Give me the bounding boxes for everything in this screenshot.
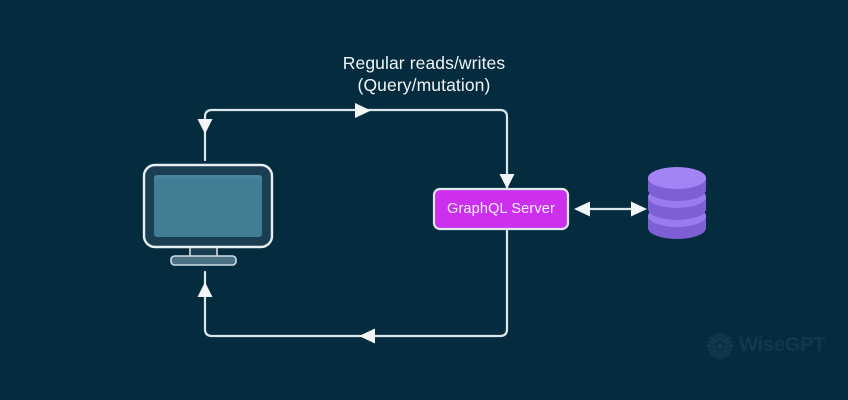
- monitor-icon: [142, 163, 274, 266]
- arrowhead-left-to-server: [574, 201, 590, 217]
- arrowhead-up-into-client: [197, 282, 213, 297]
- wisegpt-logo-icon: [707, 333, 733, 359]
- connector-server-to-client: [197, 226, 509, 344]
- arrowhead-down-into-client: [197, 119, 213, 134]
- database-icon: [648, 167, 706, 239]
- wisegpt-logo-spacer: [706, 331, 734, 359]
- graphql-server-node[interactable]: [432, 187, 570, 231]
- arrowhead-left-midpath: [359, 328, 375, 344]
- wisegpt-watermark: WiseGPT: [706, 331, 825, 359]
- arrowhead-right-to-database: [631, 201, 647, 217]
- arrowhead-down-into-server: [499, 174, 515, 189]
- arrowhead-right-midpath: [355, 103, 371, 118]
- connector-server-database: [574, 201, 647, 217]
- wisegpt-wordmark: WiseGPT: [739, 333, 826, 356]
- connector-client-to-server: [197, 103, 515, 192]
